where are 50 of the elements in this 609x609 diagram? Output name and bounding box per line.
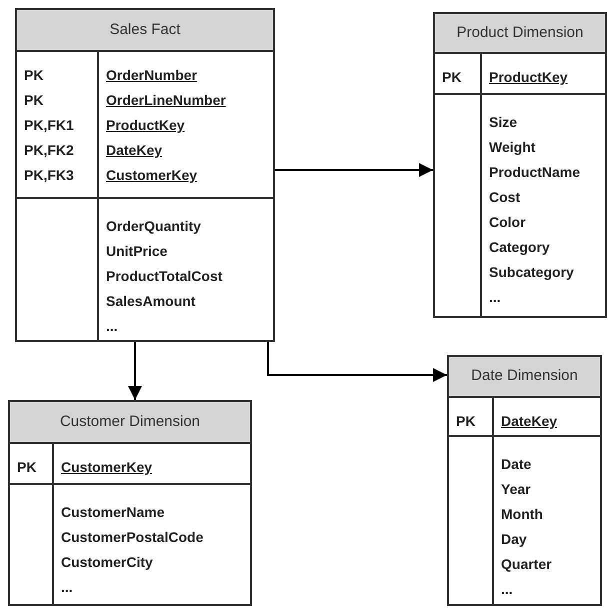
field-name: UnitPrice — [106, 242, 168, 261]
field-name: ProductName — [489, 163, 580, 182]
field-name: Cost — [489, 188, 520, 207]
table-box — [433, 12, 607, 318]
field-name: CustomerName — [61, 503, 164, 522]
field-name: Quarter — [501, 555, 552, 574]
field-name: ProductKey — [489, 68, 568, 87]
field-name: OrderLineNumber — [106, 91, 226, 110]
field-name: PK — [17, 458, 36, 477]
table-title: Sales Fact — [110, 20, 180, 40]
field-name: CustomerKey — [106, 166, 198, 185]
field-name: ProductTotalCost — [106, 267, 222, 286]
field-name: ... — [61, 578, 73, 597]
field-name: CustomerKey — [61, 458, 152, 477]
field-name: OrderQuantity — [106, 217, 201, 236]
field-name: Size — [489, 113, 518, 132]
field-name: PK — [442, 68, 462, 87]
arrow — [128, 342, 142, 400]
table-title: Customer Dimension — [60, 412, 200, 432]
field-name: DateKey — [106, 141, 162, 160]
table-box — [15, 8, 275, 342]
field-name: SalesAmount — [106, 292, 196, 311]
field-name: CustomerPostalCode — [61, 528, 204, 547]
arrow — [267, 342, 447, 382]
field-name: ... — [106, 317, 118, 336]
field-name: ProductKey — [106, 116, 185, 135]
arrow — [275, 163, 433, 177]
field-name: PK,FK3 — [24, 166, 74, 185]
field-name: DateKey — [501, 412, 558, 431]
table-title: Product Dimension — [456, 22, 584, 43]
field-name: ... — [501, 580, 513, 599]
field-name: PK — [456, 412, 476, 431]
field-name: Year — [501, 480, 531, 499]
field-name: PK,FK2 — [24, 141, 74, 160]
field-name: PK — [24, 91, 44, 110]
field-name: PK — [24, 66, 44, 85]
field-name: CustomerCity — [61, 553, 153, 572]
field-name: Category — [489, 238, 550, 257]
field-name: ... — [489, 288, 501, 307]
field-name: Subcategory — [489, 263, 574, 282]
field-name: Weight — [489, 138, 536, 157]
field-name: Color — [489, 213, 526, 232]
field-name: Day — [501, 530, 527, 549]
field-name: Month — [501, 505, 543, 524]
table-box — [447, 355, 602, 606]
field-name: PK,FK1 — [24, 116, 74, 135]
table-box — [8, 400, 252, 606]
table-title: Date Dimension — [471, 366, 578, 386]
field-name: OrderNumber — [106, 66, 198, 85]
field-name: Date — [501, 455, 532, 474]
